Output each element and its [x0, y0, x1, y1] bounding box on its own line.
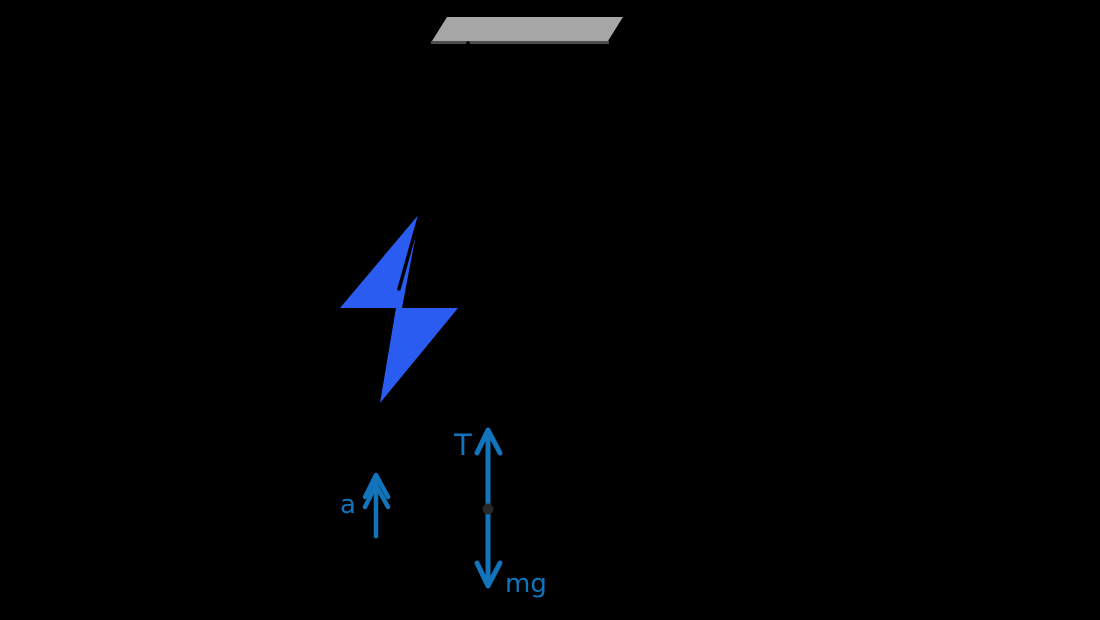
acceleration-arrowhead-outer	[362, 472, 391, 500]
tension-arrowhead	[474, 427, 503, 456]
weight-arrowhead	[474, 560, 503, 589]
acceleration-label: a	[340, 490, 356, 520]
ceiling-surface	[432, 17, 623, 41]
weight-label: mg	[505, 569, 547, 599]
tension-label: T	[453, 428, 472, 462]
lightning-bolt-lower	[380, 308, 458, 403]
thread-line	[397, 41, 470, 291]
acceleration-arrowhead-inner	[362, 482, 391, 510]
acceleration-arrow	[362, 472, 391, 539]
center-of-mass-dot	[482, 503, 494, 515]
